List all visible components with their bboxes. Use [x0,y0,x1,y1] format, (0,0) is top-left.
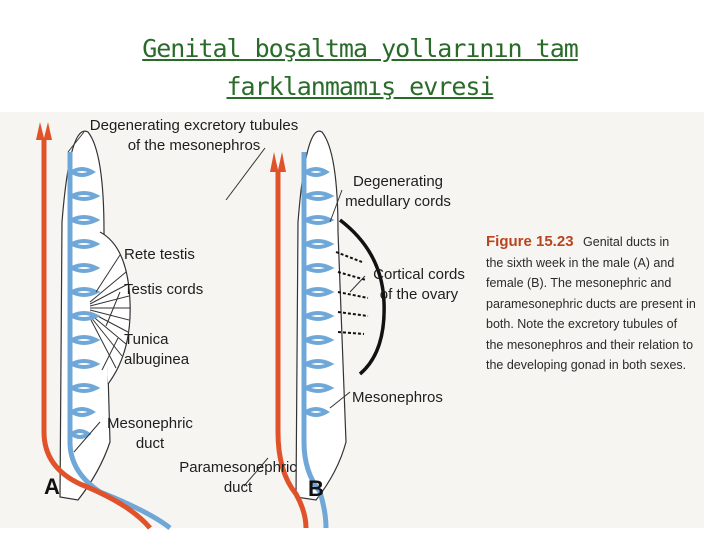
caption-line-5: both. Note the excretory tubules of [486,317,678,331]
caption-line-4: paramesonephric ducts are present in [486,296,696,311]
caption-line-2: the sixth week in the male (A) and [486,255,675,270]
label-cortical-cords: Cortical cords of the ovary [366,265,472,305]
ovary-outline [338,218,386,376]
paramesonephric-duct-a [41,140,152,530]
label-tunica-line1: Tunica [124,331,169,348]
page-title-line-2: farklanmamış evresi [226,72,495,101]
label-testis-cords: Testis cords [124,281,204,298]
label-degenerating-tubules-line1: Degenerating excretory tubules [89,117,299,134]
medullary-cords-b [335,251,369,335]
panel-label-a: A [44,474,60,499]
label-mesonephric-line2: duct [135,435,165,452]
page-title-line-1: Genital boşaltma yollarının tam [142,34,579,63]
label-mesonephric-duct: Mesonephric duct [100,414,200,454]
genital-ducts-diagram [36,122,386,530]
label-paramesonephric-line2: duct [223,479,253,496]
panel-label-b: B [308,476,324,501]
label-mesonephric-line1: Mesonephric [107,415,193,432]
label-paramesonephric-duct: Paramesonephric duct [176,458,300,498]
label-degenerating-medullary-line1: Degenerating [352,173,444,190]
label-cortical-line2: of the ovary [379,286,459,303]
label-tunica-line2: albuginea [124,351,190,368]
label-degenerating-tubules-line2: of the mesonephros [127,137,261,154]
label-degenerating-medullary-cords: Degenerating medullary cords [336,172,460,212]
mesonephric-tubules-b [304,167,335,417]
leader-lines [67,131,366,487]
label-tunica-albuginea: Tunica albuginea [124,330,189,370]
label-paramesonephric-line1: Paramesonephric [179,459,297,476]
mesonephric-duct-b [301,152,329,529]
label-rete-testis: Rete testis [124,246,195,263]
label-degenerating-medullary-line2: medullary cords [345,193,451,210]
paramesonephric-funnel-b [270,152,286,172]
figure-caption: Figure 15.23 Genital ducts in the sixth … [486,232,698,376]
label-cortical-line1: Cortical cords [373,266,465,283]
caption-line-7: the developing gonad in both sexes. [486,358,687,372]
figure-number: Figure 15.23 [486,233,574,250]
paramesonephric-duct-b [275,172,309,529]
label-degenerating-tubules: Degenerating excretory tubules of the me… [84,116,304,156]
caption-line-3: female (B). The mesonephric and [486,276,672,290]
label-mesonephros: Mesonephros [352,389,443,406]
caption-line-6: the mesonephros and their relation to [486,337,694,352]
paramesonephric-funnel-a [36,122,52,140]
caption-line-1: Genital ducts in [583,235,670,249]
